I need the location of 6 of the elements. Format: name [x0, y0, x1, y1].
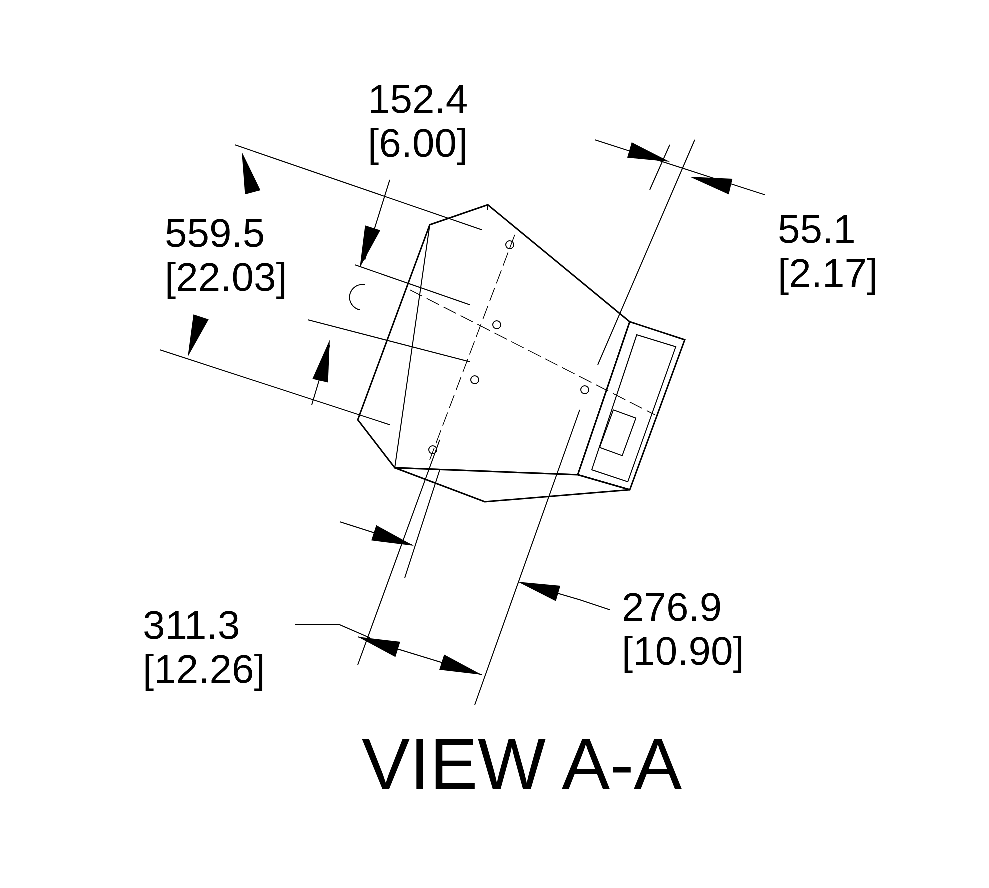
dimension-text: 55.1 [2.17]	[778, 208, 878, 296]
dimension-text: 276.9 [10.90]	[622, 586, 744, 674]
view-title: VIEW A-A	[362, 725, 682, 805]
dimension-text: 152.4 [6.00]	[368, 78, 468, 166]
dimension-text: 311.3 [12.26]	[143, 604, 266, 692]
dimension-text: 559.5 [22.03]	[165, 212, 288, 300]
